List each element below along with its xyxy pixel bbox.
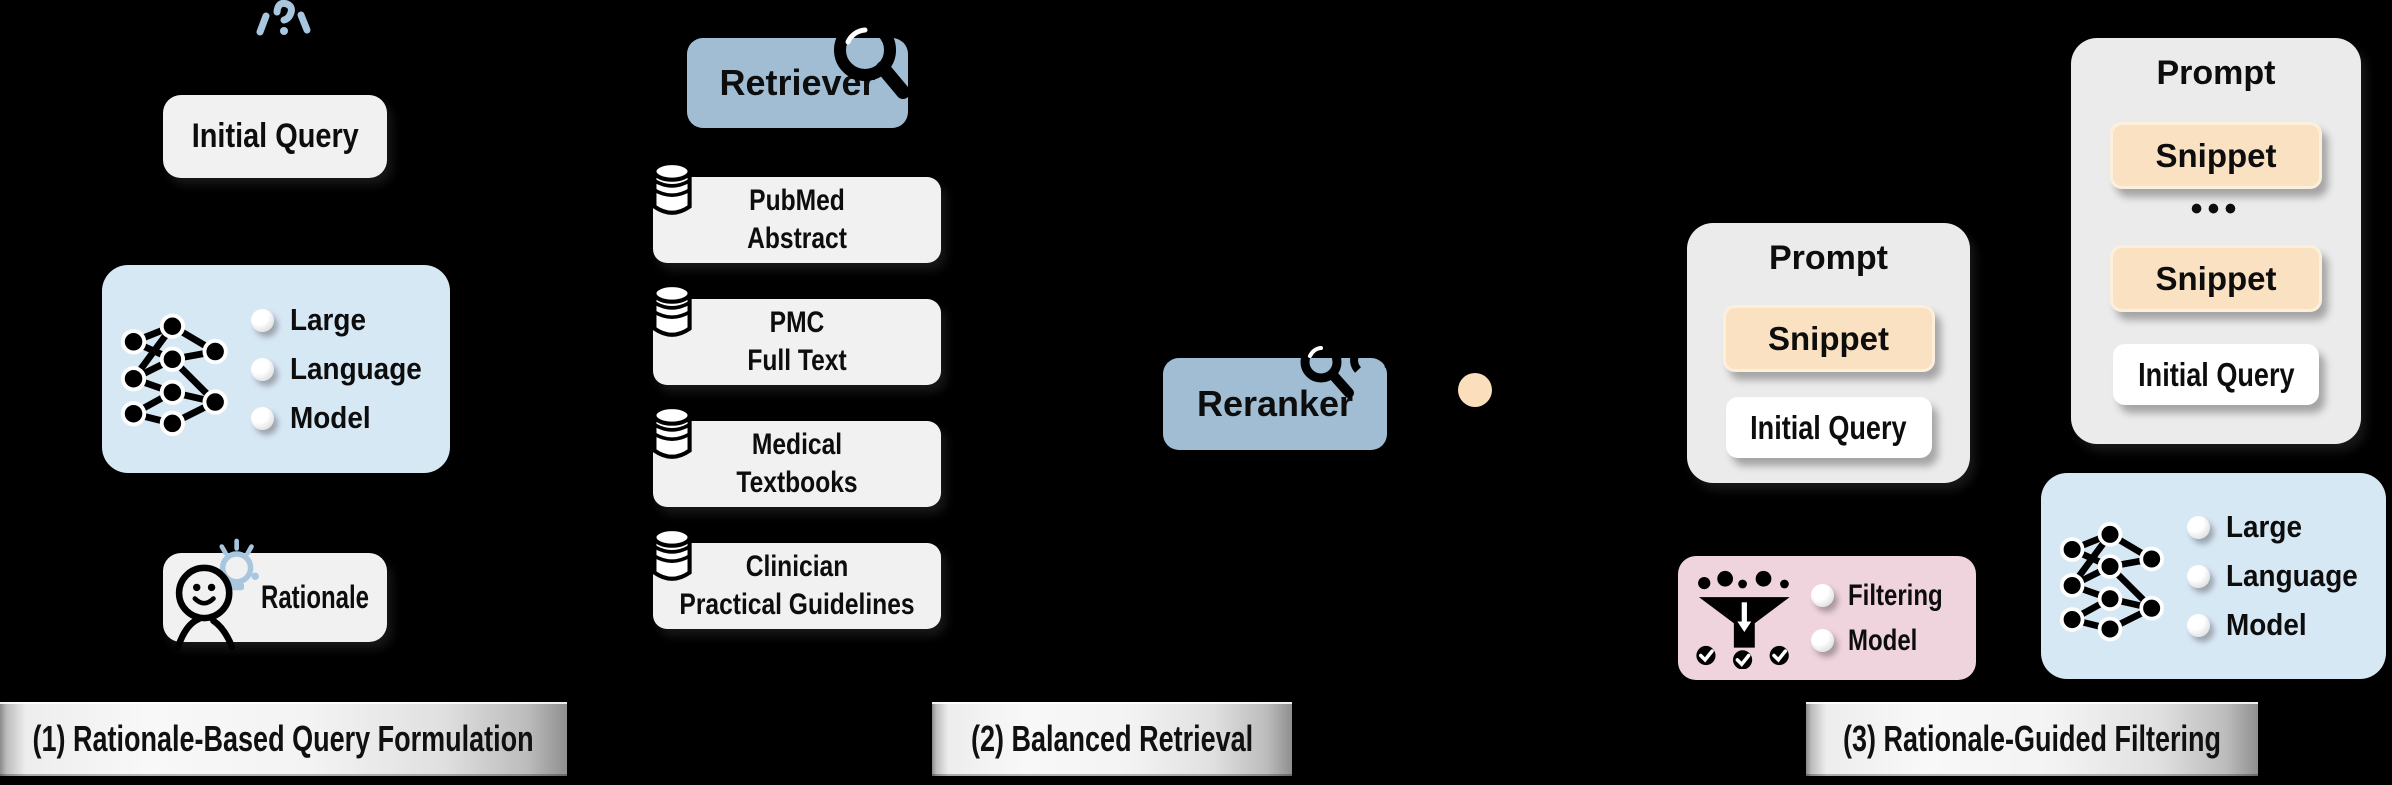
reranker-box: Reranker xyxy=(1163,341,1399,450)
neural-network-icon xyxy=(2059,522,2164,642)
corpus-label: PMC Full Text xyxy=(679,304,915,380)
prompt-box-large: Prompt Snippet ••• Snippet Initial Query xyxy=(2071,38,2361,444)
llm-line-label: Large xyxy=(289,302,366,337)
database-icon xyxy=(652,405,692,459)
filtering-line-label: Model xyxy=(1847,623,1917,657)
stage2-banner: (2) Balanced Retrieval xyxy=(932,702,1292,776)
rationale-box: Rationale xyxy=(163,538,387,651)
llm-line-label: Model xyxy=(289,400,371,435)
snippet-chip: Snippet xyxy=(1722,305,1935,372)
bullet-sphere-icon xyxy=(2186,564,2210,588)
rerank-magnifier-icon xyxy=(1300,341,1399,398)
corpus-line1: Medical xyxy=(751,428,843,461)
corpus-line1: PMC xyxy=(769,306,825,339)
filtering-labels: Filtering Model xyxy=(1810,578,1966,658)
corpus-line1: Clinician xyxy=(745,550,849,583)
reranker-label: Reranker xyxy=(1196,383,1354,424)
corpus-line1: PubMed xyxy=(749,184,845,217)
magnifier-icon xyxy=(834,19,910,99)
stage1-banner: (1) Rationale-Based Query Formulation xyxy=(0,702,567,776)
bullet-sphere-icon xyxy=(250,308,274,332)
initial-query-box: Initial Query xyxy=(163,95,387,178)
corpus-box-textbooks: Medical Textbooks xyxy=(652,405,941,507)
llm-line: Language xyxy=(2186,558,2372,594)
initial-query-label: Initial Query xyxy=(191,117,359,155)
database-icon xyxy=(652,161,692,215)
snippet-chip: Snippet xyxy=(2110,245,2322,312)
llm-line-label: Model xyxy=(2225,607,2307,642)
corpus-label: Clinician Practical Guidelines xyxy=(679,548,915,624)
filtering-line-label: Filtering xyxy=(1847,578,1943,612)
corpus-box-pubmed: PubMed Abstract xyxy=(652,161,941,263)
llm-right-labels: Large Language Model xyxy=(2186,509,2372,643)
corpus-label: PubMed Abstract xyxy=(679,182,915,258)
neural-network-icon xyxy=(120,313,228,437)
corpus-box-pmc: PMC Full Text xyxy=(652,283,941,385)
filter-funnel-icon xyxy=(1696,570,1790,669)
retriever-box: Retriever xyxy=(687,19,910,128)
prompt-title: Prompt xyxy=(1769,239,1888,277)
llm-line: Model xyxy=(2186,607,2372,643)
corpus-line2: Textbooks xyxy=(736,466,858,499)
initial-query-chip-label: Initial Query xyxy=(2137,355,2295,393)
confusion-marks-icon xyxy=(256,0,311,36)
stage1-banner-label: (1) Rationale-Based Query Formulation xyxy=(32,718,535,759)
stage3-banner: (3) Rationale-Guided Filtering xyxy=(1806,702,2258,776)
stage2-banner-label: (2) Balanced Retrieval xyxy=(970,718,1254,759)
stage3-banner-label: (3) Rationale-Guided Filtering xyxy=(1842,718,2222,759)
initial-query-chip-label: Initial Query xyxy=(1750,408,1907,446)
llm-box-left: Large Language Model xyxy=(102,265,450,473)
corpus-line2: Practical Guidelines xyxy=(679,588,915,621)
idea-person-icon xyxy=(174,538,259,651)
bullet-sphere-icon xyxy=(2186,515,2210,539)
snippet-label: Snippet xyxy=(2155,136,2277,174)
corpus-line2: Full Text xyxy=(747,344,847,377)
bullet-sphere-icon xyxy=(1810,584,1834,607)
snippet-dot xyxy=(1458,373,1492,407)
llm-line-label: Language xyxy=(2225,558,2358,593)
initial-query-chip: Initial Query xyxy=(2113,344,2319,405)
filtering-line: Model xyxy=(1810,623,1966,658)
database-icon xyxy=(652,283,692,337)
bullet-sphere-icon xyxy=(250,406,274,430)
llm-line-label: Large xyxy=(2225,509,2302,544)
bullet-sphere-icon xyxy=(1810,629,1834,652)
prompt-box-small: Prompt Snippet Initial Query xyxy=(1687,223,1970,483)
initial-query-chip: Initial Query xyxy=(1725,397,1932,458)
bullet-sphere-icon xyxy=(2186,613,2210,637)
rationale-label: Rationale xyxy=(261,579,370,615)
llm-line: Model xyxy=(250,400,436,436)
ellipsis: ••• xyxy=(2190,190,2242,228)
prompt-title: Prompt xyxy=(2156,54,2276,92)
snippet-label: Snippet xyxy=(2155,259,2277,297)
corpus-box-guidelines: Clinician Practical Guidelines xyxy=(652,527,941,629)
snippet-label: Snippet xyxy=(1768,319,1889,357)
llm-line: Large xyxy=(2186,509,2372,545)
corpus-line2: Abstract xyxy=(747,222,847,255)
llm-line-label: Language xyxy=(289,351,422,386)
llm-box-right: Large Language Model xyxy=(2041,473,2386,679)
database-icon xyxy=(652,527,692,581)
corpus-label: Medical Textbooks xyxy=(679,426,915,502)
llm-line: Language xyxy=(250,351,436,387)
filtering-line: Filtering xyxy=(1810,578,1966,613)
filtering-model-box: Filtering Model xyxy=(1678,556,1976,680)
snippet-chip: Snippet xyxy=(2110,122,2322,189)
llm-left-labels: Large Language Model xyxy=(250,302,436,436)
llm-line: Large xyxy=(250,302,436,338)
bullet-sphere-icon xyxy=(250,357,274,381)
